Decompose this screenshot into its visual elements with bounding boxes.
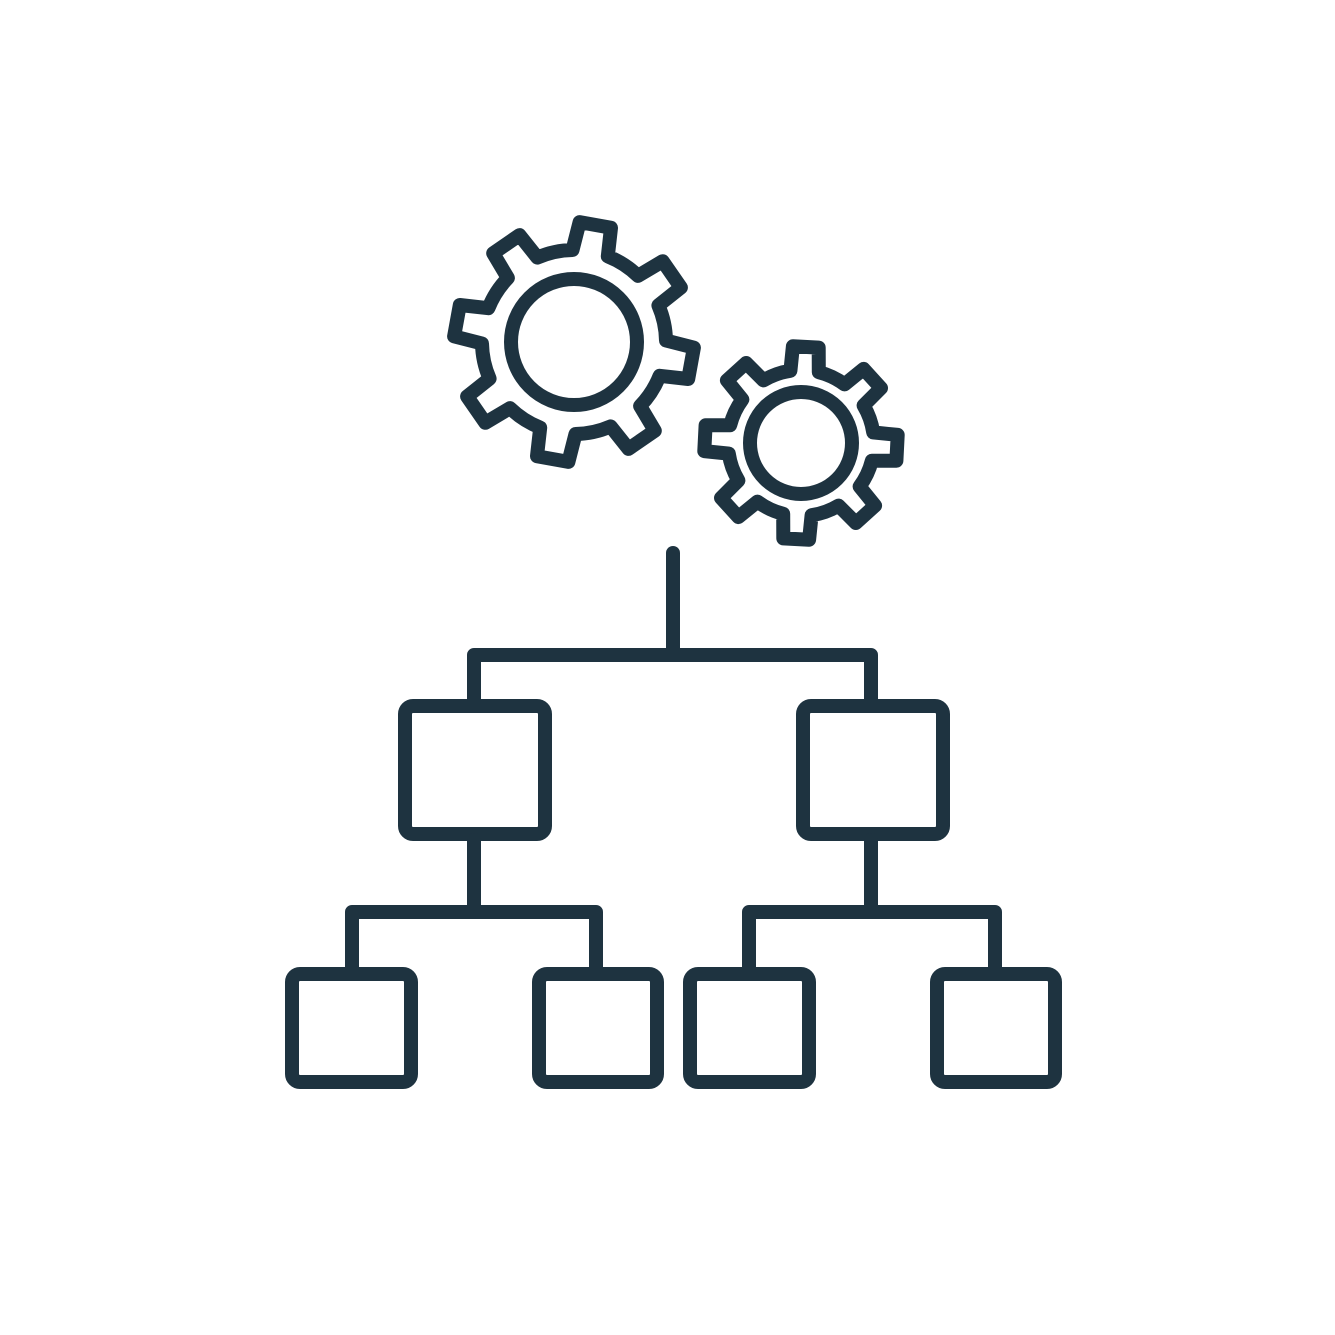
- gears-group: [447, 215, 905, 547]
- top-branch-connector: [467, 648, 878, 707]
- level1-box-right: [796, 699, 950, 841]
- right-branch-connector: [742, 905, 1002, 975]
- small-gear-icon-hub: [743, 385, 859, 501]
- large-gear-icon-hub: [504, 272, 644, 412]
- small-gear-icon-outline: [697, 339, 905, 547]
- level2-box-1: [285, 967, 418, 1089]
- large-gear-icon-outline: [447, 215, 701, 469]
- small-gear-icon: [697, 339, 905, 547]
- level2-box-2: [532, 967, 664, 1089]
- level2-box-3: [683, 967, 816, 1089]
- level2-box-4: [930, 967, 1062, 1089]
- large-gear-icon: [447, 215, 701, 469]
- left-branch-connector: [345, 905, 603, 975]
- level1-box-left: [398, 699, 552, 841]
- hierarchy-tree: [285, 546, 1062, 1089]
